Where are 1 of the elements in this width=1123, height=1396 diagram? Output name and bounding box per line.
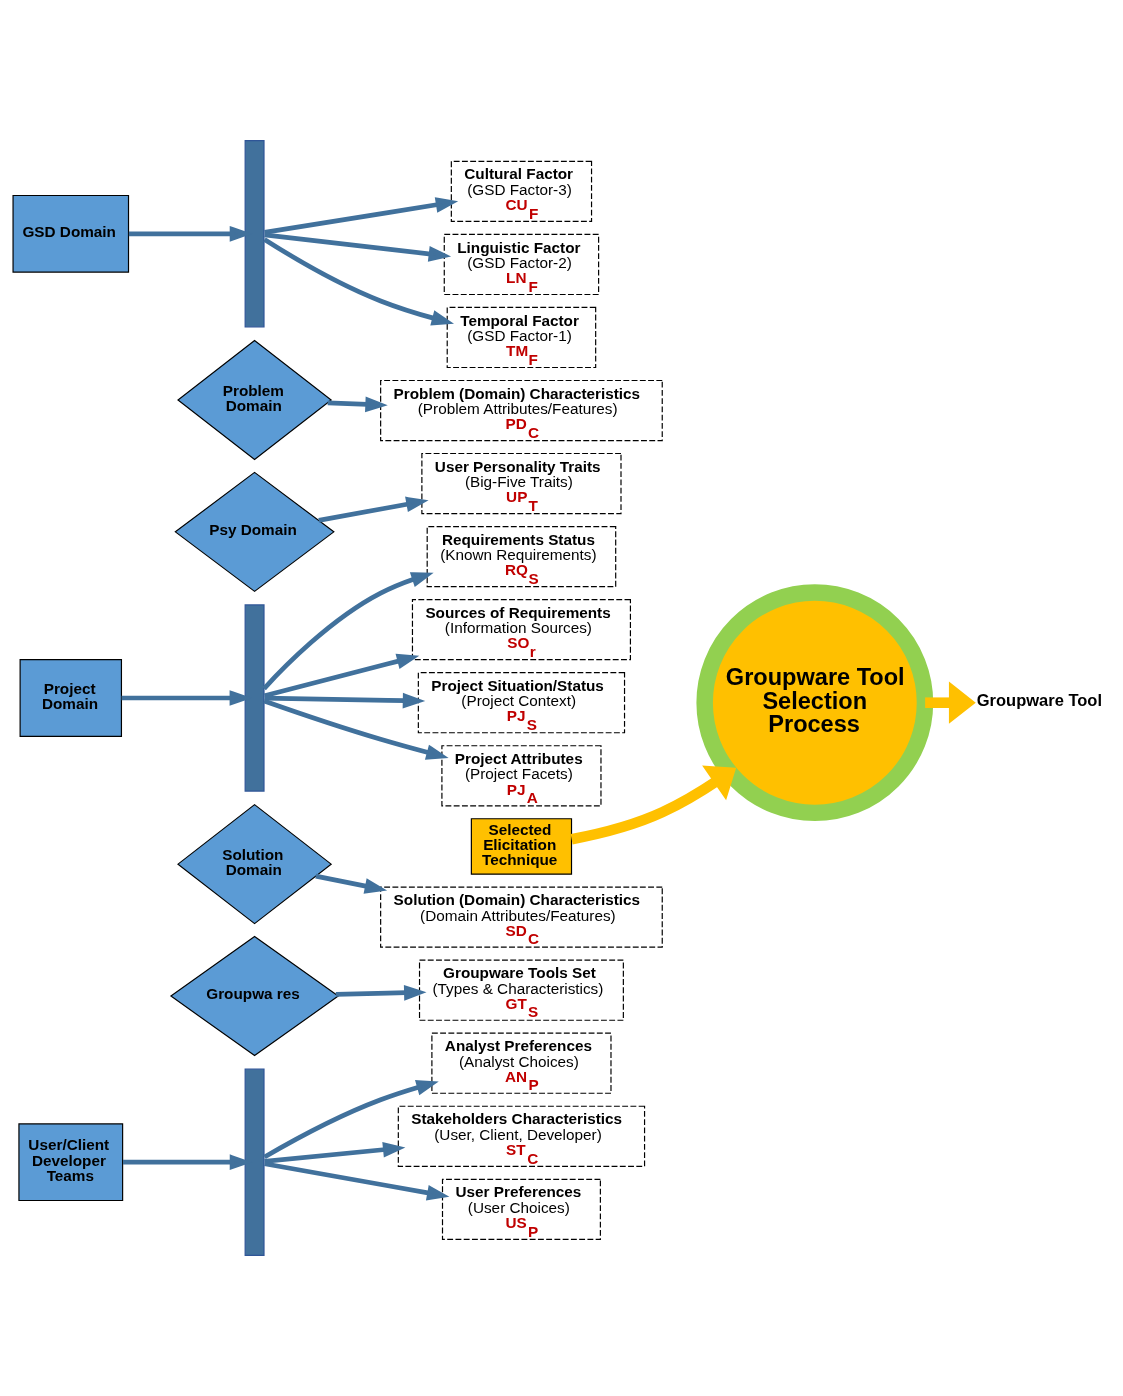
node-text: Groupware Tool [976, 690, 1102, 709]
